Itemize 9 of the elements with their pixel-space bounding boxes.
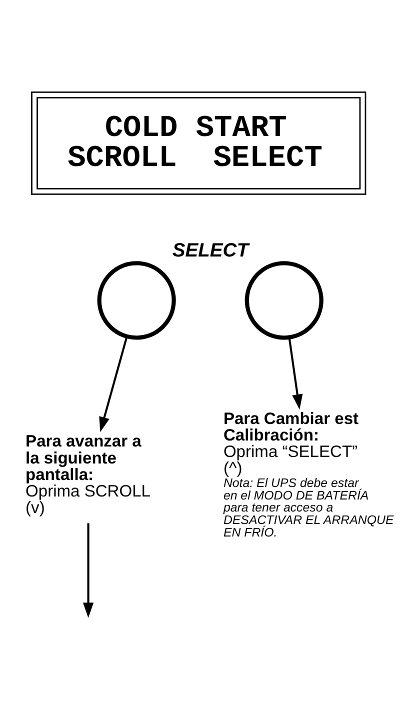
node-circle — [96, 261, 176, 340]
node-box: COLD START SCROLL SELECT — [30, 91, 366, 195]
arrow — [82, 523, 94, 618]
arrow — [288, 338, 302, 410]
node-text: Para Cambiar est Calibración: Oprima “SELECT” (^) Nota: El UPS debe estar en el MODO DE BATERÍA para tener acceso a DESACTIVAR EL ARRANQUE EN FRÍO. — [222, 408, 394, 540]
arrow — [98, 336, 128, 432]
node-circle — [244, 261, 323, 340]
node-label: SELECT — [172, 240, 248, 262]
node-text: Para avanzar a la siguiente pantalla: Oprima SCROLL (v) — [25, 432, 150, 517]
